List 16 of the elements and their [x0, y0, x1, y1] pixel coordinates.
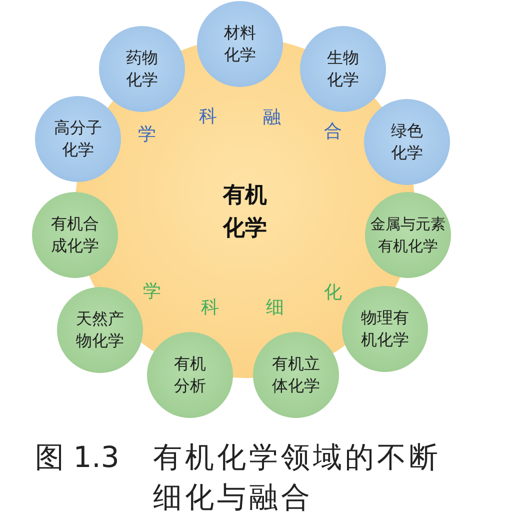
node-label: 生物化学 [326, 47, 360, 91]
node-label: 绿色化学 [390, 120, 424, 164]
figure-number: 图 1.3 [35, 439, 120, 476]
node-label: 有机合成化学 [50, 213, 100, 257]
node-label: 有机立体化学 [270, 353, 321, 397]
node-label: 有机化学 [222, 182, 268, 243]
node-label: 材料化学 [222, 22, 257, 66]
node-label: 高分子化学 [52, 117, 103, 161]
arc-label: 学科细化 [143, 283, 342, 317]
node-label: 物理有机化学 [360, 307, 410, 351]
node-label: 有机分析 [172, 353, 207, 397]
node-label: 金属与元素有机化学 [370, 214, 446, 257]
node-label: 药物化学 [124, 47, 159, 91]
node-label: 天然产物化学 [74, 308, 125, 352]
arc-label: 学科融合 [138, 108, 342, 144]
figure-caption: 有机化学领域的不断细化与融合 [153, 439, 442, 516]
